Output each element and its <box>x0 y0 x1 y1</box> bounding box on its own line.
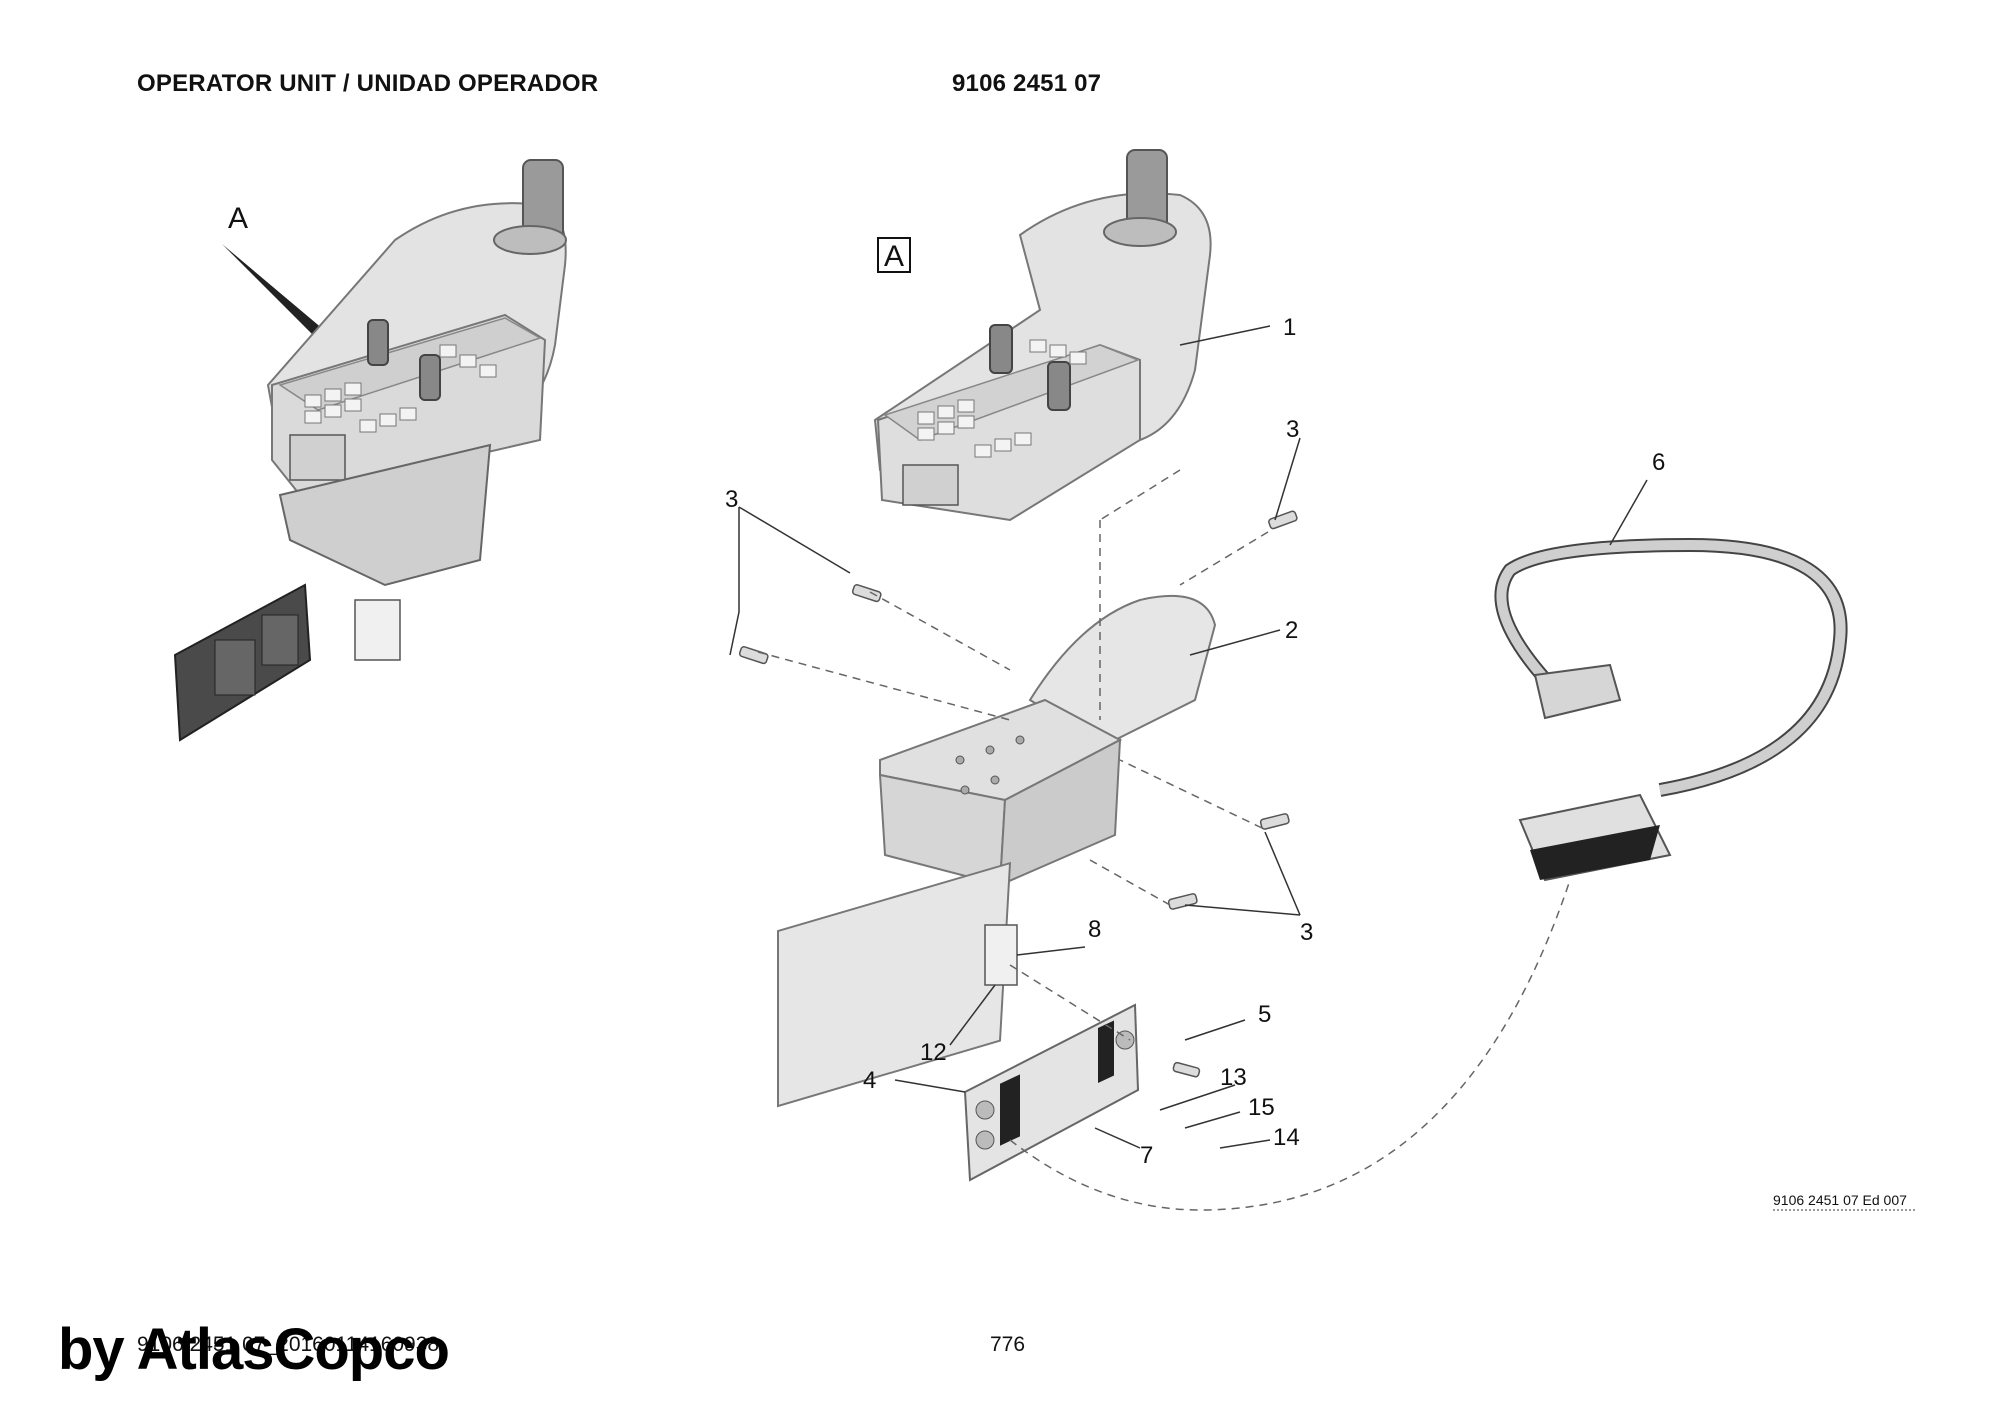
exploded-view: A <box>725 149 1848 1211</box>
callout-3-left: 3 <box>725 486 738 513</box>
callout-13: 13 <box>1220 1064 1247 1091</box>
callout-leaders <box>729 325 1648 1149</box>
callout-1: 1 <box>1283 314 1296 341</box>
assembly-paths <box>757 469 1571 1211</box>
callout-2: 2 <box>1285 617 1298 644</box>
assembled-view: A <box>173 159 567 742</box>
detail-a-label: A <box>884 240 904 273</box>
part-1-operator-unit <box>873 149 1212 522</box>
callout-5: 5 <box>1258 1001 1271 1028</box>
page-number: 776 <box>990 1333 1026 1356</box>
view-a-label: A <box>228 202 248 235</box>
watermark: by AtlasCopco <box>58 1317 450 1382</box>
part-3-screws <box>738 510 1298 1078</box>
edition-label: 9106 2451 07 Ed 007 <box>1773 1192 1907 1208</box>
detail-a-box <box>877 237 911 273</box>
document-id: 9106 2451 07_20160114160938 <box>137 1333 440 1356</box>
edition-underline <box>1773 1209 1915 1211</box>
callout-7: 7 <box>1140 1142 1153 1169</box>
callout-3-top: 3 <box>1286 416 1299 443</box>
part-6-cable <box>1494 537 1848 882</box>
callout-3-bottom: 3 <box>1300 919 1313 946</box>
view-a-arrow <box>222 244 330 340</box>
callout-8: 8 <box>1088 916 1101 943</box>
part-2-bracket <box>777 594 1217 1108</box>
callout-15: 15 <box>1248 1094 1275 1121</box>
callout-14: 14 <box>1273 1124 1300 1151</box>
page-title: OPERATOR UNIT / UNIDAD OPERADOR <box>137 70 599 97</box>
part-number: 9106 2451 07 <box>952 70 1102 97</box>
callout-12: 12 <box>920 1039 947 1066</box>
callout-4: 4 <box>863 1067 876 1094</box>
part-4-connector-plate <box>963 1003 1140 1182</box>
callout-6: 6 <box>1652 449 1665 476</box>
